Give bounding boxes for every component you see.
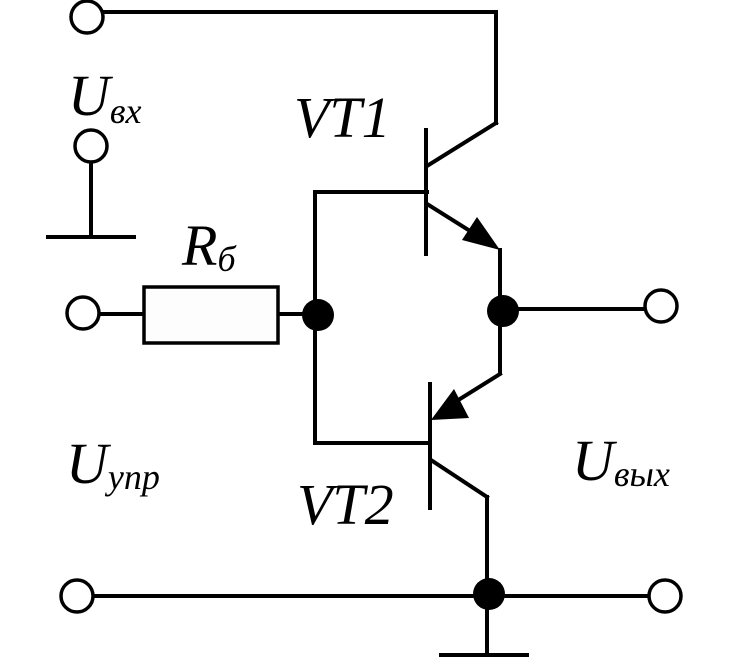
ground-junction-node: [473, 578, 505, 610]
label-u-in: Uвх: [68, 63, 142, 131]
label-vt2: VT2: [297, 472, 394, 537]
emitter-join-wires: [498, 248, 647, 374]
input-top-wire: [101, 10, 498, 125]
vt2-collector: [428, 457, 490, 500]
input-ground-stub: [46, 161, 136, 239]
label-r-base: Rб: [181, 213, 237, 279]
vt1-transistor: [424, 120, 500, 256]
bottom-rail: [91, 495, 650, 657]
output-terminal-top: [643, 288, 679, 324]
label-vt1: VT1: [294, 85, 391, 150]
vt1-collector: [424, 120, 499, 169]
base-resistor: [142, 285, 280, 345]
ground-terminal-right: [647, 578, 683, 614]
vt2-emitter: [449, 371, 503, 407]
ground-terminal-left: [59, 578, 95, 614]
input-terminal-bottom: [73, 128, 109, 164]
vt2-transistor: [428, 371, 503, 510]
base-junction-node: [302, 299, 334, 331]
label-u-out: Uвых: [572, 428, 670, 494]
label-u-ctrl: Uупр: [66, 431, 160, 497]
control-terminal: [65, 295, 101, 331]
vt1-emitter-arrow: [462, 217, 500, 250]
input-terminal-top: [69, 0, 105, 35]
vt2-emitter-arrow: [431, 389, 469, 420]
output-junction-node: [487, 295, 519, 327]
